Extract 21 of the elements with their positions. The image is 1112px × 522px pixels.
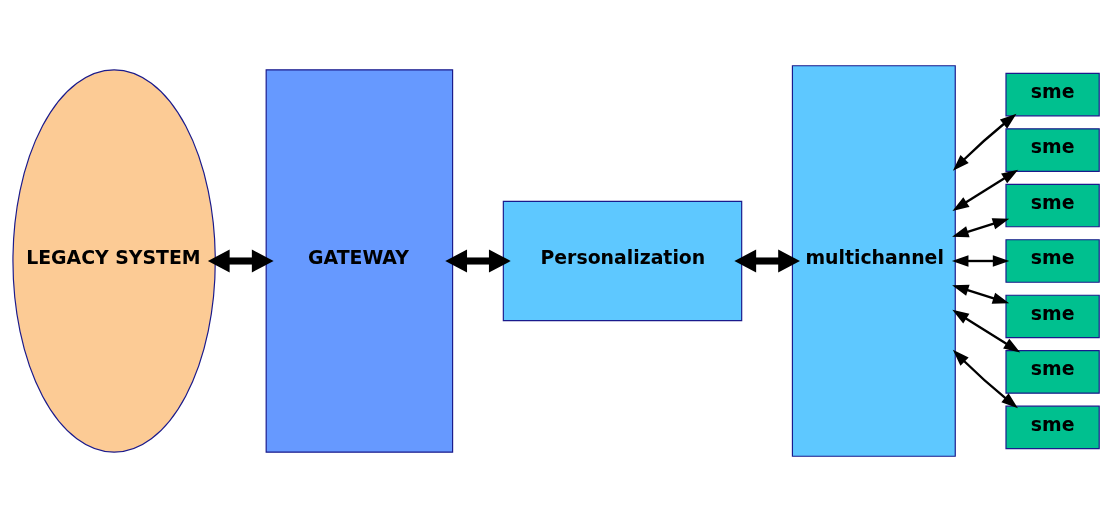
node-box: sme [1005,239,1100,283]
node-box: sme [1005,294,1100,339]
arrow [445,249,511,273]
node-box: Personalization [502,200,743,322]
node-box: multichannel [791,65,956,457]
arrow [951,255,1010,267]
arrow [207,249,274,273]
node-box: GATEWAY [265,69,454,453]
arrow [952,284,1010,304]
node-box: sme [1005,405,1100,450]
node-box: sme [1005,183,1100,228]
node-box: sme [1005,128,1100,172]
node-ellipse: LEGACY SYSTEM [12,69,216,453]
arrow [952,349,1018,409]
arrow [952,309,1021,353]
arrow [952,113,1017,171]
arrow [734,249,800,273]
node-box: sme [1005,72,1100,117]
arrow [952,218,1010,238]
node-box: sme [1005,350,1100,394]
arrow [952,169,1019,211]
